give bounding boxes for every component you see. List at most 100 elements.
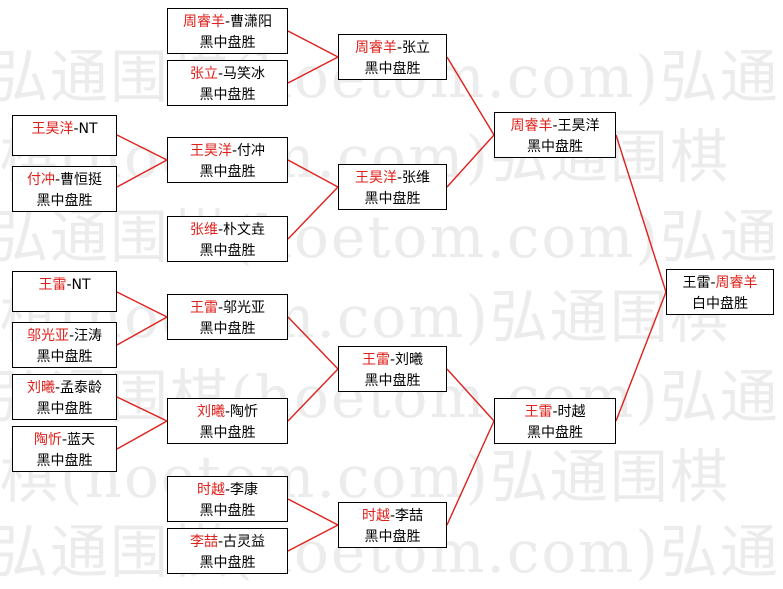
winner-name: 王雷 [361, 352, 390, 368]
winner-name: 陶忻 [33, 432, 62, 448]
connector-line [446, 56, 495, 136]
match-box-r1-4: 邬光亚-汪涛 黑中盘胜 [12, 322, 117, 368]
match-players: 王昊洋-张维 [339, 168, 446, 189]
connector-line [116, 291, 168, 318]
connector-line [287, 186, 339, 240]
match-players: 陶忻-蓝天 [13, 430, 116, 451]
match-result: 黑中盘胜 [199, 87, 256, 103]
opponent-name: -曹恒挺 [54, 172, 103, 188]
connector-line [615, 291, 667, 422]
match-box-r2-1: 周睿羊-曹潇阳 黑中盘胜 [167, 8, 288, 54]
winner-name: 刘曦 [196, 404, 225, 420]
match-result: 黑中盘胜 [199, 35, 256, 51]
connector-line [116, 316, 168, 346]
winner-name: 付冲 [26, 172, 55, 188]
match-result: 黑中盘胜 [199, 425, 256, 441]
match-result: 黑中盘胜 [364, 61, 421, 77]
match-box-r3-3: 王雷-刘曦 黑中盘胜 [338, 346, 447, 392]
match-result: 黑中盘胜 [199, 321, 256, 337]
opponent-name: -曹潇阳 [224, 14, 273, 30]
connector-line [116, 134, 168, 161]
match-box-r2-6: 刘曦-陶忻 黑中盘胜 [167, 398, 288, 444]
match-players: 王昊洋-付冲 [168, 141, 287, 162]
opponent-name: -李康 [224, 482, 259, 498]
winner-name: 周睿羊 [354, 40, 397, 56]
match-players: 王雷-邬光亚 [168, 298, 287, 319]
match-box-r1-2: 付冲-曹恒挺 黑中盘胜 [12, 166, 117, 212]
match-result: 黑中盘胜 [36, 193, 93, 209]
winner-name: 王昊洋 [189, 143, 232, 159]
connector-line [446, 134, 495, 188]
opponent-name: -张维 [396, 170, 431, 186]
match-box-r2-4: 张维-朴文垚 黑中盘胜 [167, 216, 288, 262]
winner-name: 张维 [189, 222, 218, 238]
opponent-name: -邬光亚 [217, 300, 266, 316]
match-players: 刘曦-陶忻 [168, 402, 287, 423]
match-players: 王雷-时越 [495, 402, 615, 423]
match-box-r2-8: 李喆-古灵益 黑中盘胜 [167, 528, 288, 574]
connector-line [116, 159, 168, 188]
match-result: 黑中盘胜 [364, 373, 421, 389]
match-box-r2-2: 张立-马笑冰 黑中盘胜 [167, 60, 288, 106]
connector-line [116, 396, 168, 422]
opponent-name: -古灵益 [217, 534, 266, 550]
match-result: 黑中盘胜 [36, 349, 93, 365]
connector-line [287, 316, 339, 370]
opponent-name: -王昊洋 [552, 118, 600, 134]
opponent-name: -张立 [396, 40, 431, 56]
match-players: 刘曦-孟泰龄 [13, 378, 116, 399]
match-result: 白中盘胜 [692, 296, 748, 312]
opponent-name: -时越 [552, 404, 586, 420]
match-result: 黑中盘胜 [36, 453, 93, 469]
connector-line [116, 420, 168, 450]
winner-name: 王昊洋 [354, 170, 397, 186]
connector-line [287, 56, 339, 84]
match-box-final: 王雷-周睿羊 白中盘胜 [666, 269, 774, 315]
match-players: 张立-马笑冰 [168, 64, 287, 85]
match-players: 周睿羊-张立 [339, 38, 446, 59]
winner-name: 王昊洋 [31, 121, 74, 137]
winner-name: 周睿羊 [182, 14, 225, 30]
match-box-r3-1: 周睿羊-张立 黑中盘胜 [338, 34, 447, 80]
winner-name: 李喆 [189, 534, 218, 550]
match-players: 李喆-古灵益 [168, 532, 287, 553]
match-result: 黑中盘胜 [527, 139, 583, 155]
opponent-name: -马笑冰 [217, 66, 266, 82]
opponent-name: -付冲 [231, 143, 266, 159]
winner-name: 时越 [361, 508, 390, 524]
match-result: 黑中盘胜 [527, 425, 583, 441]
match-players: 邬光亚-汪涛 [13, 326, 116, 347]
match-box-r3-4: 时越-李喆 黑中盘胜 [338, 502, 447, 548]
match-players: 时越-李喆 [339, 506, 446, 527]
winner-name: 王雷 [524, 404, 553, 420]
match-result: 黑中盘胜 [199, 164, 256, 180]
connector-line [446, 368, 495, 422]
connector-line [287, 498, 339, 526]
connector-line [446, 420, 495, 526]
match-box-r1-1: 王昊洋-NT [12, 115, 117, 156]
match-players: 王雷-周睿羊 [667, 273, 773, 294]
match-players: 王昊洋-NT [13, 119, 116, 140]
match-result: 黑中盘胜 [199, 503, 256, 519]
opponent-name: -李喆 [389, 508, 424, 524]
match-box-r2-7: 时越-李康 黑中盘胜 [167, 476, 288, 522]
winner-name: 周睿羊 [715, 275, 758, 291]
match-players: 张维-朴文垚 [168, 220, 287, 241]
match-result: 黑中盘胜 [199, 555, 256, 571]
connector-line [287, 159, 339, 188]
match-box-r4-2: 王雷-时越 黑中盘胜 [494, 398, 616, 444]
match-players: 时越-李康 [168, 480, 287, 501]
winner-name: 邬光亚 [26, 328, 69, 344]
match-result: 黑中盘胜 [364, 191, 421, 207]
match-box-r2-3: 王昊洋-付冲 黑中盘胜 [167, 137, 288, 183]
winner-name: 刘曦 [26, 380, 55, 396]
match-box-r1-5: 刘曦-孟泰龄 黑中盘胜 [12, 374, 117, 420]
match-result: 黑中盘胜 [364, 529, 421, 545]
opponent-name: -孟泰龄 [54, 380, 103, 396]
match-result: 黑中盘胜 [36, 401, 93, 417]
winner-name: 张立 [189, 66, 218, 82]
match-box-r2-5: 王雷-邬光亚 黑中盘胜 [167, 294, 288, 340]
opponent-name: -NT [73, 121, 98, 137]
connector-line [287, 368, 339, 422]
